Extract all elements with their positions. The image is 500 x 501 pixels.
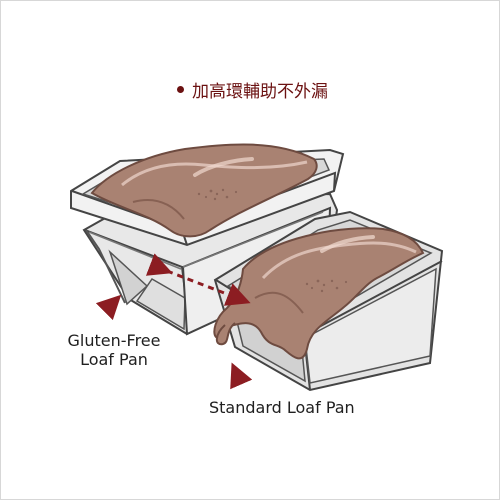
dashed-arrow-icon	[230, 362, 253, 390]
feature-caption: 加高環輔助不外漏	[177, 77, 328, 102]
feature-caption-text: 加高環輔助不外漏	[192, 81, 328, 102]
dashed-arrow-icon	[95, 294, 122, 321]
double-dashed-arrow-icon	[145, 253, 251, 306]
standard-loaf-pan	[213, 210, 444, 392]
gluten-free-label-line-2: Loaf Pan	[80, 350, 148, 369]
gluten-free-loaf-pan-label: Gluten-Free Loaf Pan	[55, 331, 173, 369]
gluten-free-label-line-1: Gluten-Free	[67, 331, 161, 350]
bullet-dot-icon	[177, 85, 184, 93]
standard-loaf-pan-label: Standard Loaf Pan	[209, 398, 355, 417]
